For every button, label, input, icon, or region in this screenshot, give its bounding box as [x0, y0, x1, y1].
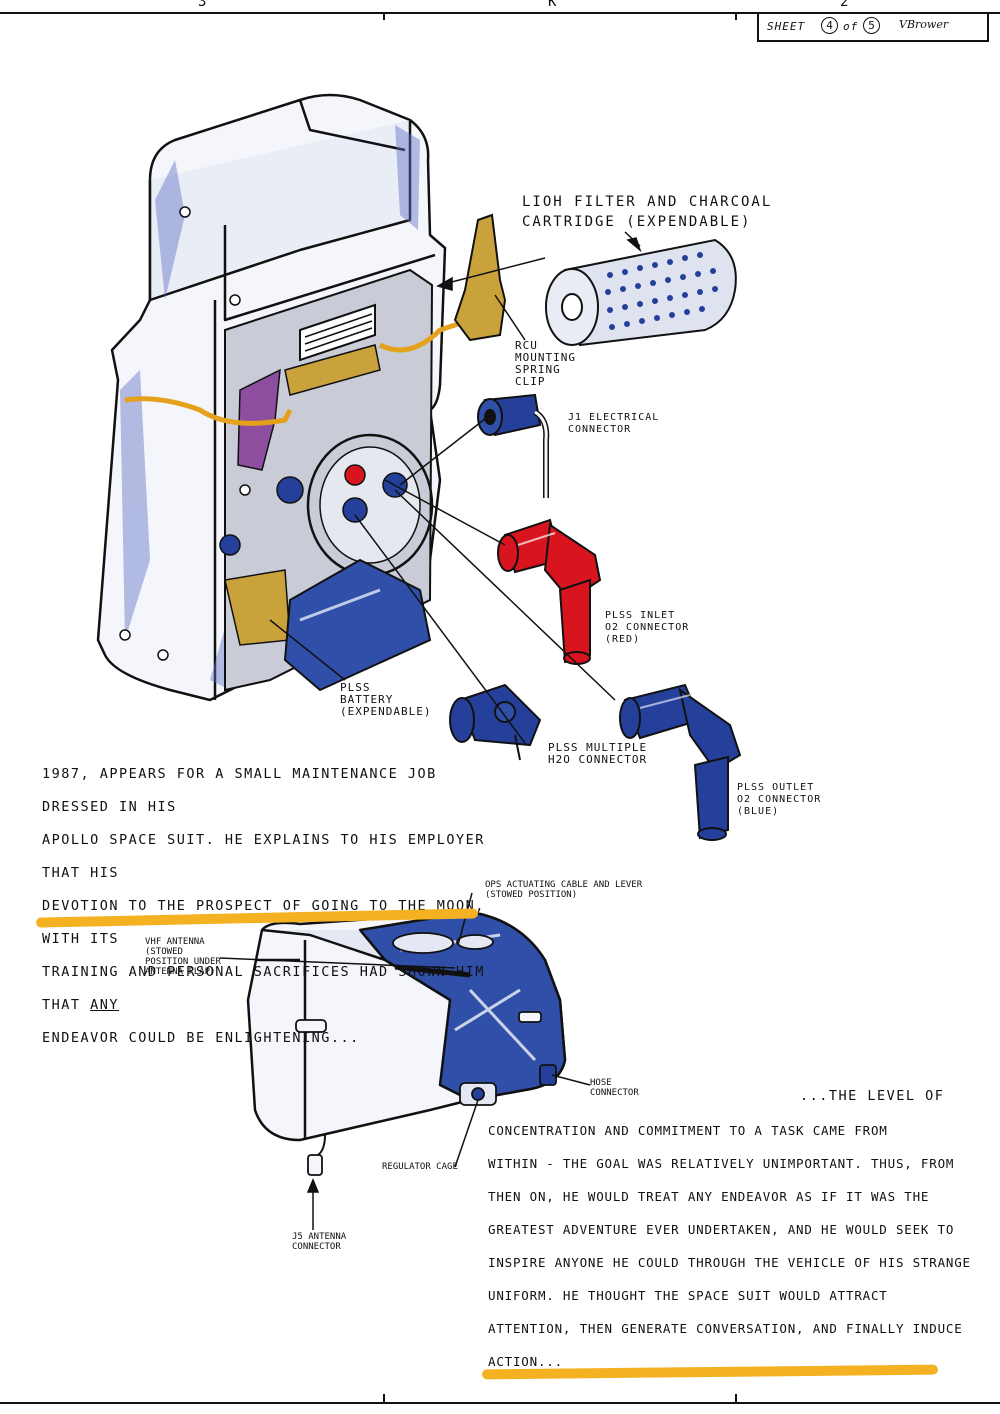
- signature: VBrower: [899, 18, 949, 31]
- vent-slats: [304, 313, 373, 352]
- narrative-line: 1987, APPEARS FOR A SMALL MAINTENANCE JO…: [42, 766, 437, 815]
- narrative-line: THEN ON, HE WOULD TREAT ANY ENDEAVOR AS …: [488, 1189, 930, 1204]
- j1-connector-drawing: [477, 393, 550, 498]
- antenna-connector-plug: [307, 1154, 323, 1176]
- callout-hose-connector: HOSE CONNECTOR: [590, 1078, 639, 1098]
- brass-bracket: [284, 344, 381, 396]
- callout-regulator-cage: REGULATOR CAGE: [382, 1162, 458, 1172]
- narrative-line: ACTION...: [488, 1354, 563, 1369]
- sheet-label: SHEET: [767, 20, 806, 33]
- narrative-paragraph-1: 1987, APPEARS FOR A SMALL MAINTENANCE JO…: [42, 758, 502, 1055]
- grid-mark-left: 3: [198, 0, 208, 10]
- orange-strap-2: [378, 317, 471, 353]
- grid-mark-center: K: [548, 0, 558, 10]
- leader-lines-bottom: [219, 892, 591, 1230]
- underlined-word: ANY: [90, 997, 120, 1013]
- callout-lioh-cartridge: LIOH FILTER AND CHARCOAL CARTRIDGE (EXPE…: [522, 194, 773, 230]
- callout-j1-electrical-connector: J1 ELECTRICAL CONNECTOR: [568, 412, 660, 435]
- grid-mark-right: 2: [840, 0, 850, 10]
- antenna-cable: [317, 1134, 326, 1156]
- sheet-of: of: [843, 20, 859, 33]
- narrative-line: INSPIRE ANYONE HE COULD THROUGH THE VEHI…: [488, 1255, 971, 1270]
- callout-rcu-spring-clip: RCU MOUNTING SPRING CLIP: [515, 339, 576, 388]
- narrative-line-intro: ...THE LEVEL OF: [800, 1088, 945, 1104]
- blue-housing: [283, 558, 432, 692]
- narrative-line: WITHIN - THE GOAL WAS RELATIVELY UNIMPOR…: [488, 1156, 955, 1171]
- callout-vhf-antenna: VHF ANTENNA (STOWED POSITION UNDER ANTEN…: [145, 937, 221, 977]
- grid-tick: [383, 1394, 385, 1402]
- cartridge-holes: [605, 252, 718, 330]
- orange-strap: [124, 396, 293, 426]
- h2o-connector-drawing: [449, 683, 542, 761]
- narrative-line: UNIFORM. HE THOUGHT THE SPACE SUIT WOULD…: [488, 1288, 888, 1303]
- outlet-connector-drawing: [619, 683, 742, 841]
- rcu-clip-drawing: [453, 213, 507, 342]
- narrative-line: CONCENTRATION AND COMMITMENT TO A TASK C…: [488, 1123, 888, 1138]
- leader-lines-top: [269, 231, 642, 744]
- callout-plss-outlet-connector: PLSS OUTLET O2 CONNECTOR (BLUE): [737, 782, 822, 817]
- narrative-paragraph-2: CONCENTRATION AND COMMITMENT TO A TASK C…: [488, 1114, 993, 1378]
- sheet-box: SHEET 4 of 5 VBrower: [757, 12, 989, 42]
- bottom-border: [0, 1402, 1000, 1404]
- lioh-cartridge-drawing: [545, 238, 737, 347]
- narrative-line: ENDEAVOR COULD BE ENLIGHTENING...: [42, 1030, 360, 1046]
- purple-panel: [237, 368, 281, 471]
- narrative-line: GREATEST ADVENTURE EVER UNDERTAKEN, AND …: [488, 1222, 955, 1237]
- callout-plss-inlet-connector: PLSS INLET O2 CONNECTOR (RED): [605, 610, 690, 645]
- grid-tick: [735, 1394, 737, 1402]
- narrative-line: ATTENTION, THEN GENERATE CONVERSATION, A…: [488, 1321, 963, 1336]
- narrative-line: TRAINING AND PERSONAL SACRIFICES HAD SHO…: [42, 964, 485, 1013]
- sheet-number: 4: [821, 17, 838, 34]
- callout-plss-battery: PLSS BATTERY (EXPENDABLE): [340, 681, 432, 718]
- screws: [119, 206, 251, 661]
- narrative-line: APOLLO SPACE SUIT. HE EXPLAINS TO HIS EM…: [42, 832, 485, 881]
- ops-fittings: [295, 932, 557, 1106]
- top-border: [0, 12, 1000, 14]
- grid-tick: [735, 12, 737, 20]
- sheet-total: 5: [863, 17, 880, 34]
- callout-plss-h2o-connector: PLSS MULTIPLE H2O CONNECTOR: [548, 741, 648, 766]
- inlet-connector-drawing: [497, 518, 602, 665]
- callout-j5-antenna-connector: J5 ANTENNA CONNECTOR: [292, 1232, 347, 1252]
- callout-ops-cable-lever: OPS ACTUATING CABLE AND LEVER (STOWED PO…: [485, 880, 643, 900]
- grid-tick: [383, 12, 385, 20]
